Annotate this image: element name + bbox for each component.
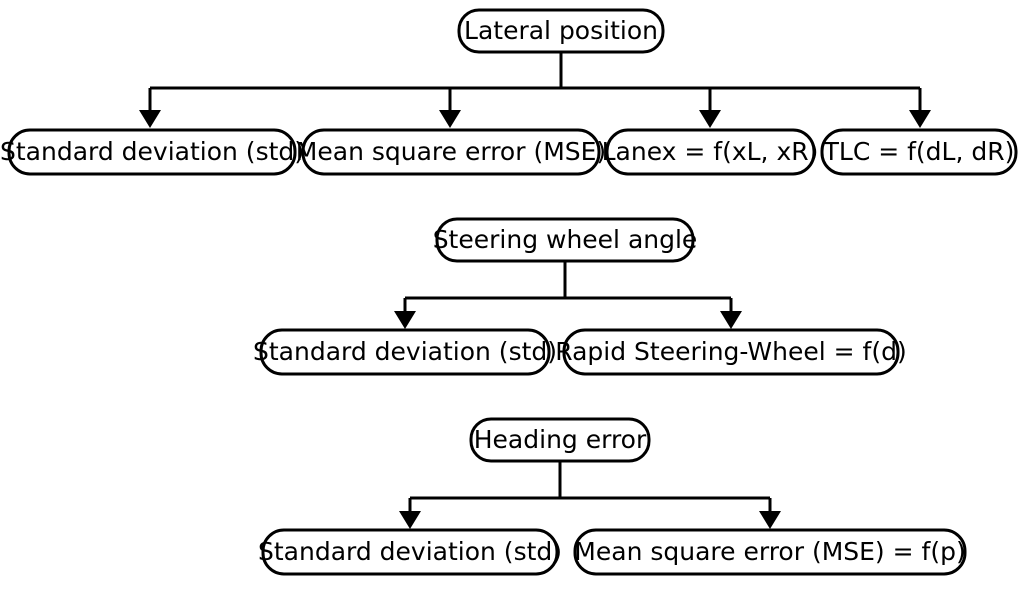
connector-group-steering-wheel-angle: [394, 260, 742, 329]
group-heading-error: Heading error Standard deviation (std) M…: [258, 417, 967, 576]
node-box-steering-wheel-angle[interactable]: [435, 217, 695, 263]
node-box-steering-std[interactable]: [259, 328, 551, 376]
node-lateral-tlc[interactable]: TLC = f(dL, dR): [820, 128, 1018, 176]
arrowhead-heading-1: [399, 511, 421, 529]
group-lateral-position: Lateral position Standard deviation (std…: [0, 8, 1018, 176]
node-box-lateral-std[interactable]: [7, 128, 297, 176]
group-steering-wheel-angle: Steering wheel angle Standard deviation …: [253, 217, 907, 376]
node-heading-error[interactable]: Heading error: [469, 417, 651, 463]
arrowhead-heading-2: [759, 511, 781, 529]
arrowhead-lateral-4: [909, 110, 931, 128]
node-box-heading-mse[interactable]: [573, 528, 967, 576]
arrowhead-steering-1: [394, 311, 416, 329]
node-box-heading-std[interactable]: [261, 528, 559, 576]
arrowhead-lateral-1: [139, 110, 161, 128]
node-heading-mse[interactable]: Mean square error (MSE) = f(p): [573, 528, 967, 576]
arrowhead-lateral-2: [439, 110, 461, 128]
connector-group-heading-error: [399, 461, 781, 529]
node-steering-wheel-angle[interactable]: Steering wheel angle: [433, 217, 698, 263]
node-box-steering-rapid[interactable]: [562, 328, 900, 376]
node-box-lateral-tlc[interactable]: [820, 128, 1018, 176]
node-box-lateral-lanex[interactable]: [605, 128, 816, 176]
node-box-lateral-position[interactable]: [457, 8, 665, 54]
node-steering-rapid[interactable]: Rapid Steering-Wheel = f(d): [555, 328, 907, 376]
node-lateral-position[interactable]: Lateral position: [457, 8, 665, 54]
node-box-heading-error[interactable]: [469, 417, 651, 463]
arrowhead-lateral-3: [699, 110, 721, 128]
node-lateral-lanex[interactable]: Lanex = f(xL, xR): [602, 128, 819, 176]
arrowhead-steering-2: [720, 311, 742, 329]
node-heading-std[interactable]: Standard deviation (std): [258, 528, 562, 576]
node-steering-std[interactable]: Standard deviation (std): [253, 328, 557, 376]
node-lateral-std[interactable]: Standard deviation (std): [0, 128, 304, 176]
node-box-lateral-mse[interactable]: [301, 128, 601, 176]
connector-group-lateral-position: [139, 52, 931, 128]
node-lateral-mse[interactable]: Mean square error (MSE): [296, 128, 606, 176]
